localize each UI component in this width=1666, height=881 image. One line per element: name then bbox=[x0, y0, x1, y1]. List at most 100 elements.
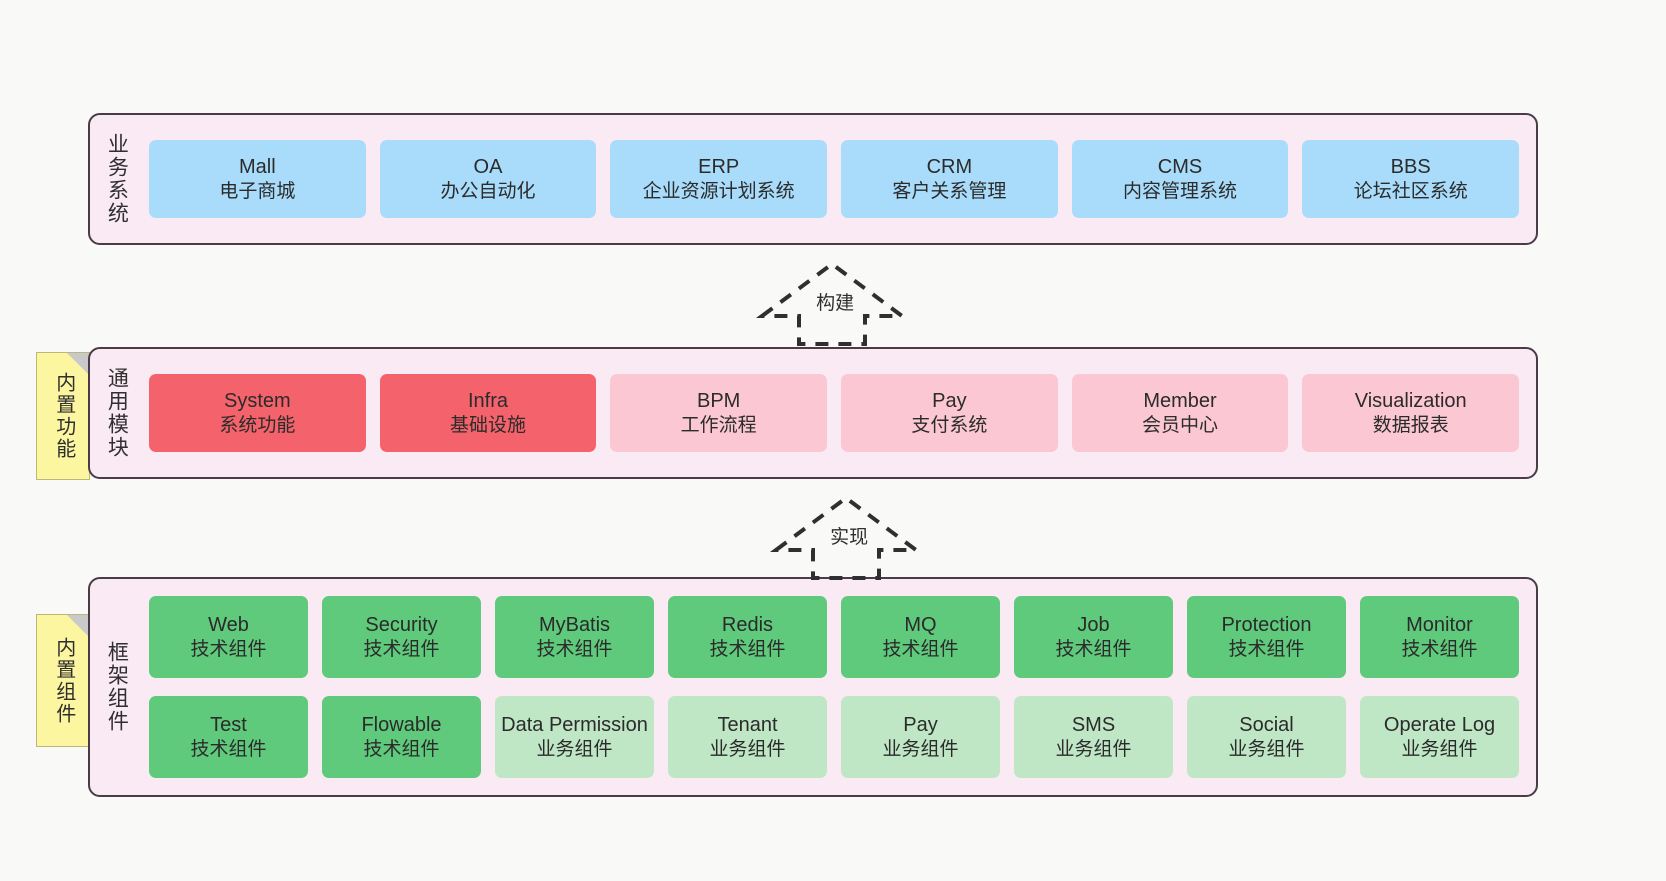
card-web-cn: 技术组件 bbox=[190, 638, 267, 660]
card-monitor[interactable]: Monitor 技术组件 bbox=[1360, 596, 1519, 678]
card-oa[interactable]: OA 办公自动化 bbox=[379, 140, 597, 218]
card-member[interactable]: Member 会员中心 bbox=[1071, 374, 1289, 452]
card-redis[interactable]: Redis 技术组件 bbox=[668, 596, 827, 678]
sticky-note-builtin-features-label: 内置功能 bbox=[52, 372, 75, 460]
arrow-implement-label: 实现 bbox=[829, 522, 870, 549]
card-protection[interactable]: Protection 技术组件 bbox=[1187, 596, 1346, 678]
card-flowable-cn: 技术组件 bbox=[363, 738, 440, 760]
card-web[interactable]: Web 技术组件 bbox=[149, 596, 308, 678]
sticky-note-builtin-features: 内置功能 bbox=[36, 352, 90, 480]
sticky-note-builtin-components: 内置组件 bbox=[36, 614, 90, 747]
card-pay-module-en: Pay bbox=[932, 390, 967, 413]
card-member-en: Member bbox=[1143, 390, 1217, 413]
card-infra[interactable]: Infra 基础设施 bbox=[379, 374, 597, 452]
card-system-cn: 系统功能 bbox=[219, 414, 296, 436]
card-cms[interactable]: CMS 内容管理系统 bbox=[1071, 140, 1289, 218]
card-operate-log[interactable]: Operate Log 业务组件 bbox=[1360, 696, 1519, 778]
card-security-cn: 技术组件 bbox=[363, 638, 440, 660]
card-crm[interactable]: CRM 客户关系管理 bbox=[841, 140, 1058, 218]
card-sms-en: SMS bbox=[1071, 714, 1116, 737]
layer-business-system: 业务系统 Mall 电子商城 OA 办公自动化 ERP 企业资源计划系统 bbox=[88, 113, 1538, 245]
arrow-build-label: 构建 bbox=[815, 288, 856, 315]
card-pay-component-cn: 业务组件 bbox=[882, 738, 959, 760]
card-crm-en: CRM bbox=[926, 156, 973, 179]
card-system-en: System bbox=[223, 390, 291, 413]
card-security[interactable]: Security 技术组件 bbox=[322, 596, 481, 678]
card-test-cn: 技术组件 bbox=[190, 738, 267, 760]
card-data-permission-cn: 业务组件 bbox=[536, 738, 613, 760]
card-oa-cn: 办公自动化 bbox=[440, 180, 536, 202]
card-pay-module-cn: 支付系统 bbox=[911, 414, 988, 436]
card-flowable-en: Flowable bbox=[361, 714, 442, 737]
card-mybatis-en: MyBatis bbox=[538, 614, 611, 637]
card-bpm-cn: 工作流程 bbox=[680, 414, 757, 436]
card-pay-component[interactable]: Pay 业务组件 bbox=[841, 696, 1000, 778]
card-monitor-en: Monitor bbox=[1406, 614, 1473, 637]
card-operate-log-cn: 业务组件 bbox=[1401, 738, 1478, 760]
card-oa-en: OA bbox=[473, 156, 503, 179]
card-visualization-en: Visualization bbox=[1354, 390, 1467, 413]
sticky-note-builtin-components-label: 内置组件 bbox=[52, 636, 75, 725]
card-erp[interactable]: ERP 企业资源计划系统 bbox=[610, 140, 828, 218]
card-infra-en: Infra bbox=[467, 390, 509, 413]
card-monitor-cn: 技术组件 bbox=[1401, 638, 1478, 660]
business-system-row: Mall 电子商城 OA 办公自动化 ERP 企业资源计划系统 CRM 客户关系… bbox=[142, 140, 1526, 218]
card-redis-cn: 技术组件 bbox=[709, 638, 786, 660]
card-protection-cn: 技术组件 bbox=[1228, 638, 1305, 660]
card-web-en: Web bbox=[208, 614, 249, 637]
card-pay-module[interactable]: Pay 支付系统 bbox=[841, 374, 1058, 452]
card-infra-cn: 基础设施 bbox=[450, 414, 527, 436]
card-tenant[interactable]: Tenant 业务组件 bbox=[668, 696, 827, 778]
card-bbs[interactable]: BBS 论坛社区系统 bbox=[1302, 140, 1520, 218]
card-cms-cn: 内容管理系统 bbox=[1123, 180, 1238, 202]
layer-title-framework-components: 框架组件 bbox=[105, 641, 129, 733]
card-erp-cn: 企业资源计划系统 bbox=[642, 180, 795, 202]
card-member-cn: 会员中心 bbox=[1142, 414, 1219, 436]
card-job[interactable]: Job 技术组件 bbox=[1014, 596, 1173, 678]
card-visualization[interactable]: Visualization 数据报表 bbox=[1302, 374, 1520, 452]
common-modules-cards: System 系统功能 Infra 基础设施 BPM 工作流程 Pay 支付系统 bbox=[142, 374, 1536, 452]
layer-common-modules: 通用模块 System 系统功能 Infra 基础设施 BPM 工作流程 bbox=[88, 347, 1538, 479]
card-bpm[interactable]: BPM 工作流程 bbox=[610, 374, 828, 452]
card-data-permission[interactable]: Data Permission 业务组件 bbox=[495, 696, 654, 778]
card-sms[interactable]: SMS 业务组件 bbox=[1014, 696, 1173, 778]
card-job-cn: 技术组件 bbox=[1055, 638, 1132, 660]
card-redis-en: Redis bbox=[721, 614, 774, 637]
card-crm-cn: 客户关系管理 bbox=[892, 180, 1007, 202]
card-operate-log-en: Operate Log bbox=[1383, 714, 1496, 737]
card-bbs-en: BBS bbox=[1390, 156, 1431, 179]
card-mq-cn: 技术组件 bbox=[882, 638, 959, 660]
card-test[interactable]: Test 技术组件 bbox=[149, 696, 308, 778]
card-pay-component-en: Pay bbox=[903, 714, 938, 737]
card-sms-cn: 业务组件 bbox=[1055, 738, 1132, 760]
card-data-permission-en: Data Permission bbox=[501, 714, 648, 737]
common-modules-row: System 系统功能 Infra 基础设施 BPM 工作流程 Pay 支付系统 bbox=[142, 374, 1526, 452]
card-social-cn: 业务组件 bbox=[1228, 738, 1305, 760]
card-test-en: Test bbox=[210, 714, 247, 737]
card-erp-en: ERP bbox=[698, 156, 740, 179]
card-mq-en: MQ bbox=[904, 614, 937, 637]
card-security-en: Security bbox=[365, 614, 438, 637]
card-tenant-en: Tenant bbox=[717, 714, 778, 737]
layer-title-business-system: 业务系统 bbox=[105, 133, 129, 225]
card-system[interactable]: System 系统功能 bbox=[149, 374, 366, 452]
arrow-build-up-icon: 构建 bbox=[752, 258, 912, 348]
card-social[interactable]: Social 业务组件 bbox=[1187, 696, 1346, 778]
card-mq[interactable]: MQ 技术组件 bbox=[841, 596, 1000, 678]
framework-components-cards: Web 技术组件 Security 技术组件 MyBatis 技术组件 Redi… bbox=[142, 596, 1536, 778]
card-job-en: Job bbox=[1077, 614, 1110, 637]
card-flowable[interactable]: Flowable 技术组件 bbox=[322, 696, 481, 778]
card-mall[interactable]: Mall 电子商城 bbox=[149, 140, 366, 218]
layer-framework-components: 框架组件 Web 技术组件 Security 技术组件 MyBatis 技术组件 bbox=[88, 577, 1538, 797]
card-mybatis[interactable]: MyBatis 技术组件 bbox=[495, 596, 654, 678]
card-bbs-cn: 论坛社区系统 bbox=[1353, 180, 1468, 202]
business-system-cards: Mall 电子商城 OA 办公自动化 ERP 企业资源计划系统 CRM 客户关系… bbox=[142, 140, 1536, 218]
layer-title-common-modules: 通用模块 bbox=[105, 367, 129, 459]
card-mall-en: Mall bbox=[239, 156, 276, 179]
card-bpm-en: BPM bbox=[697, 390, 741, 413]
framework-components-row-tech: Web 技术组件 Security 技术组件 MyBatis 技术组件 Redi… bbox=[142, 596, 1526, 678]
card-mall-cn: 电子商城 bbox=[219, 180, 296, 202]
card-visualization-cn: 数据报表 bbox=[1372, 414, 1449, 436]
card-cms-en: CMS bbox=[1157, 156, 1203, 179]
